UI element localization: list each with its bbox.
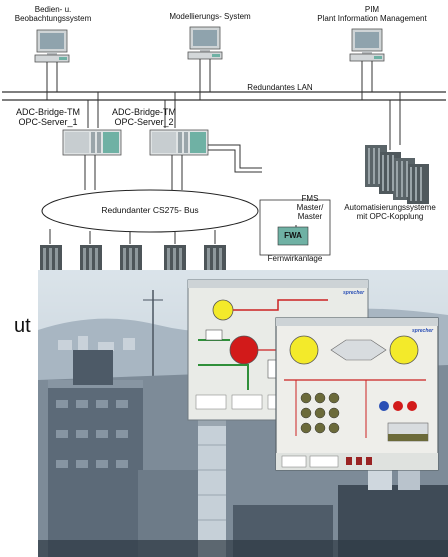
label-bridge-1: ADC-Bridge-TM OPC-Server_1 xyxy=(15,107,80,127)
plant-photo-collage: sprecher sprecher xyxy=(38,270,448,557)
automation-racks-icon xyxy=(365,145,429,204)
left-cropped-text: ut xyxy=(14,315,31,337)
bridge-server-2-icon xyxy=(149,129,209,156)
screen2-brand: sprecher xyxy=(412,328,434,334)
workstation-pim-icon xyxy=(349,28,385,62)
label-lan: Redundantes LAN xyxy=(247,83,313,92)
plant-scene xyxy=(38,270,448,557)
bus-ellipse xyxy=(41,189,259,233)
label-bedien: Bedien- u. Beobachtungssystem xyxy=(14,5,92,23)
label-modellierung: Modellierungs- System xyxy=(169,12,251,21)
label-automation: Automatisierungssysteme mit OPC-Kopplung xyxy=(344,203,436,221)
field-device-5-icon xyxy=(204,245,226,270)
network-diagram xyxy=(2,26,446,270)
redundant-lan-lines xyxy=(2,91,446,101)
hmi-screen-2 xyxy=(275,317,439,471)
fwa-box xyxy=(277,226,309,246)
label-fwa: FWA xyxy=(284,231,302,240)
field-device-4-icon xyxy=(164,245,186,270)
label-pim: PIM Plant Information Management xyxy=(317,5,427,23)
station-connectors xyxy=(46,59,373,100)
workstation-modellierung-icon xyxy=(187,26,223,60)
bridge-server-1-icon xyxy=(62,129,122,156)
field-device-1-icon xyxy=(40,245,62,270)
label-bus: Redundanter CS275- Bus xyxy=(101,205,199,215)
label-fernwirkanlage: Fernwirkanlage xyxy=(267,254,323,263)
workstation-bedien-icon xyxy=(34,29,70,63)
screen1-brand: sprecher xyxy=(343,290,365,296)
label-bridge-2: ADC-Bridge-TM OPC-Server_2 xyxy=(111,107,176,127)
field-device-3-icon xyxy=(120,245,142,270)
label-fms: FMS Master/ Master xyxy=(296,194,324,221)
field-device-2-icon xyxy=(80,245,102,270)
